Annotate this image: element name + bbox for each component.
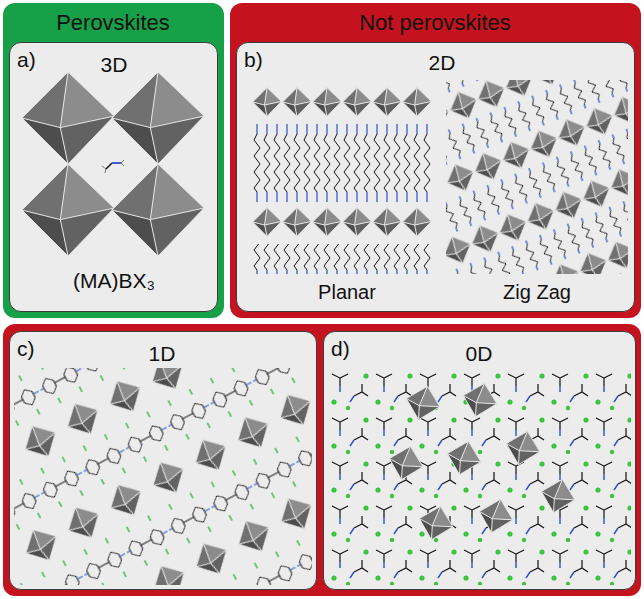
- zigzag-2d-structure: [446, 80, 628, 274]
- panel-heading: Not perovskites: [359, 10, 511, 35]
- formula-label: (MA)BX₃: [73, 269, 155, 293]
- structure-label: Zig Zag: [503, 281, 571, 304]
- octahedron: [402, 382, 444, 424]
- octahedron: [459, 379, 501, 421]
- octahedron: [385, 442, 427, 484]
- octahedra-layers: [446, 80, 628, 274]
- structure-box: c) 1D: [9, 331, 317, 590]
- dimension-label: 0D: [466, 342, 493, 366]
- perovskite-3d-structure: [22, 72, 204, 256]
- perovskite-panel: Perovskites a) 3D (MA)BX₃: [3, 3, 224, 318]
- organic-chains: [252, 244, 432, 274]
- methylammonium: [106, 163, 112, 169]
- octahedron: [112, 164, 204, 256]
- structure-box: d) 0D: [323, 331, 636, 590]
- non-perovskite-panel: Not perovskites b) 2D Planar Zig Zag: [230, 3, 641, 318]
- octahedron: [443, 437, 485, 479]
- structure-box: a) 3D (MA)BX₃: [9, 42, 218, 312]
- octahedron: [415, 502, 457, 544]
- panel-heading: Perovskites: [56, 10, 170, 35]
- dimension-label: 2D: [429, 51, 456, 75]
- dimension-label: 3D: [101, 53, 128, 77]
- methylammonium: [102, 160, 124, 173]
- octahedron: [22, 72, 114, 164]
- dimension-label: 1D: [149, 342, 176, 366]
- planar-2d-structure: [252, 82, 432, 274]
- non-perovskite-panel: [3, 324, 641, 596]
- structure-label: Planar: [318, 281, 376, 304]
- methylammonium: [112, 162, 121, 164]
- octahedron: [475, 495, 517, 537]
- octahedra-layer: [252, 82, 432, 122]
- octahedron: [22, 164, 114, 256]
- panel-letter: a): [17, 48, 36, 72]
- isolated-0d-structure: [328, 368, 631, 585]
- organic-chains: [252, 124, 432, 202]
- octahedra-and-molecules: [14, 368, 312, 585]
- octahedron: [112, 72, 204, 164]
- structure-box: b) 2D Planar Zig Zag: [236, 42, 635, 312]
- octahedron: [537, 475, 579, 517]
- panel-letter: b): [244, 48, 263, 72]
- panel-letter: d): [331, 337, 350, 361]
- panel-letter: c): [17, 337, 35, 361]
- octahedra-layer: [252, 202, 432, 242]
- octahedron: [502, 427, 544, 469]
- chain-1d-structure: [14, 368, 312, 585]
- organic-molecules: [328, 368, 631, 585]
